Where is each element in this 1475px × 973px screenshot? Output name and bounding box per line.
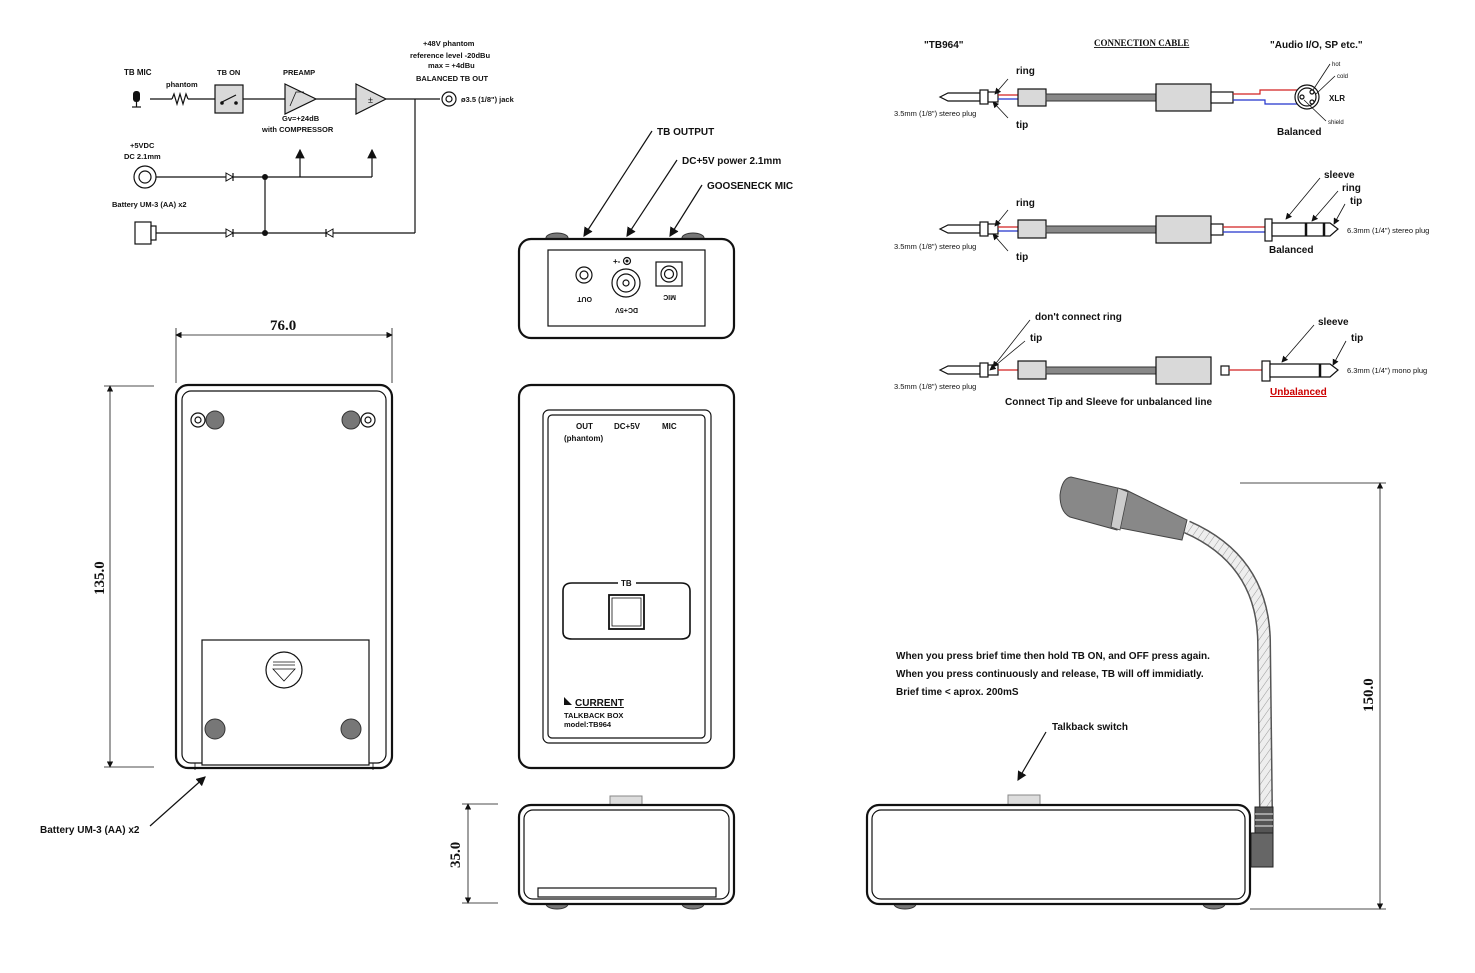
gooseneck-view: 150.0 When you press brief time then hol…	[865, 476, 1386, 910]
back-view: 76.0 135.0 Battery UM-3 (AA) x2	[40, 318, 394, 836]
xlr-ring-label: ring	[1016, 66, 1035, 77]
xlr-stereo-plug-label: 3.5mm (1/8") stereo plug	[894, 109, 976, 118]
top-out-label: OUT	[577, 295, 593, 302]
brand-label: CURRENT	[575, 698, 624, 709]
dc-power-callout: DC+5V power 2.1mm	[682, 156, 781, 167]
trs-63-plug-label: 6.3mm (1/4") stereo plug	[1347, 226, 1429, 235]
trs-tip-label: tip	[1016, 252, 1028, 263]
rubber-foot	[204, 718, 226, 740]
dc-in-label: +5VDC	[130, 141, 155, 150]
compressor-label: with COMPRESSOR	[261, 125, 334, 134]
cable-ts: don't connect ring tip 3.5mm (1/8") ster…	[894, 312, 1427, 408]
phantom48-label: +48V phantom	[423, 39, 475, 48]
rubber-foot	[205, 410, 225, 430]
right-title: "Audio I/O, SP etc."	[1270, 40, 1363, 51]
side-view: 35.0	[448, 795, 736, 910]
xlr-tip-label: tip	[1016, 120, 1028, 131]
note-line2: When you press continuously and release,…	[896, 669, 1204, 680]
front-out-label: OUT	[576, 422, 593, 431]
tb-on-label: TB ON	[217, 68, 240, 77]
ts-sleeve-label: sleeve	[1318, 317, 1349, 328]
center-title: CONNECTION CABLE	[1094, 38, 1189, 48]
cable-xlr: ring tip 3.5mm (1/8") stereo plug hot co…	[894, 62, 1348, 138]
front-dc-label: DC+5V	[614, 422, 641, 431]
cable-trs: ring tip 3.5mm (1/8") stereo plug sleeve…	[894, 170, 1429, 263]
jack-label: ø3.5 (1/8") jack	[461, 95, 515, 104]
top-dc-label: DC+5V	[615, 306, 638, 313]
battery-label: Battery UM-3 (AA) x2	[112, 200, 187, 209]
balanced-out-label: BALANCED TB OUT	[416, 74, 488, 83]
driver-symbol: ±	[368, 95, 373, 105]
tb-button[interactable]	[608, 594, 645, 630]
resistor-icon	[171, 91, 189, 107]
xlr-balanced-label: Balanced	[1277, 127, 1321, 138]
trs-sleeve-label: sleeve	[1324, 170, 1355, 181]
brand-logo-icon	[564, 697, 572, 705]
ts-mono-plug-label: 6.3mm (1/4") mono plug	[1347, 366, 1427, 375]
trs-tip-plug-label: tip	[1350, 196, 1362, 207]
dc-size-label: DC 2.1mm	[124, 152, 161, 161]
max-level-label: max = +4dBu	[428, 61, 475, 70]
unbalanced-label: Unbalanced	[1270, 387, 1327, 398]
battery-icon	[134, 221, 157, 245]
ts-stereo-plug-label: 3.5mm (1/8") stereo plug	[894, 382, 976, 391]
top-mic-label: MIC	[663, 293, 676, 300]
product-label: TALKBACK BOX	[564, 711, 623, 720]
gain-label: Gv=+24dB	[282, 114, 320, 123]
polarity-label: +-	[613, 257, 621, 266]
trs-balanced-label: Balanced	[1269, 245, 1313, 256]
front-phantom-label: (phantom)	[564, 434, 603, 443]
ref-level-label: reference level -20dBu	[410, 51, 490, 60]
back-battery-label: Battery UM-3 (AA) x2	[40, 825, 140, 836]
phantom-label: phantom	[166, 80, 198, 89]
width-dimension: 76.0	[270, 318, 296, 334]
preamp-label: PREAMP	[283, 68, 315, 77]
gooseneck-callout: GOOSENECK MIC	[707, 181, 793, 192]
diode-icon	[225, 172, 235, 182]
talkback-switch-callout: Talkback switch	[1052, 722, 1128, 733]
gooseneck-icon	[1184, 521, 1272, 811]
balanced-driver-icon	[355, 83, 388, 115]
connection-cables: "TB964" CONNECTION CABLE "Audio I/O, SP …	[894, 38, 1429, 408]
xlr-label: XLR	[1329, 94, 1345, 103]
microphone-head-icon	[1059, 476, 1127, 531]
mic-height-dimension: 150.0	[1361, 678, 1377, 712]
tb-output-callout: TB OUTPUT	[657, 127, 714, 138]
block-diagram: TB MIC phantom TB ON PREAMP Gv=+24dB wit…	[112, 39, 515, 245]
mic-icon	[132, 91, 141, 108]
left-title: "TB964"	[924, 40, 964, 51]
unbalanced-note: Connect Tip and Sleeve for unbalanced li…	[1005, 397, 1213, 408]
ts-tip-plug-label: tip	[1351, 333, 1363, 344]
ts-tip-label: tip	[1030, 333, 1042, 344]
trs-ring-label: ring	[1016, 198, 1035, 209]
hot-label: hot	[1332, 62, 1341, 68]
front-panel-view: OUT (phantom) DC+5V MIC TB CURRENT TALKB…	[517, 383, 736, 770]
cold-label: cold	[1337, 74, 1348, 80]
trs-ring-plug-label: ring	[1342, 183, 1361, 194]
trs-stereo-plug-label: 3.5mm (1/8") stereo plug	[894, 242, 976, 251]
shield-label: shield	[1328, 120, 1344, 126]
top-panel-view: TB OUTPUT DC+5V power 2.1mm GOOSENECK MI…	[517, 127, 793, 340]
ts-dont-connect-label: don't connect ring	[1035, 312, 1122, 323]
height-dimension: 135.0	[92, 561, 108, 595]
note-line1: When you press brief time then hold TB O…	[896, 651, 1210, 662]
battery-latch-icon	[265, 651, 303, 689]
preamp-icon	[284, 83, 318, 115]
front-mic-label: MIC	[662, 422, 677, 431]
note-line3: Brief time < aprox. 200mS	[896, 687, 1019, 698]
model-label: model:TB964	[564, 720, 612, 729]
tb-mic-label: TB MIC	[124, 68, 152, 77]
depth-dimension: 35.0	[448, 842, 464, 868]
rubber-foot	[341, 410, 361, 430]
rubber-foot	[340, 718, 362, 740]
tb-label: TB	[621, 579, 632, 588]
